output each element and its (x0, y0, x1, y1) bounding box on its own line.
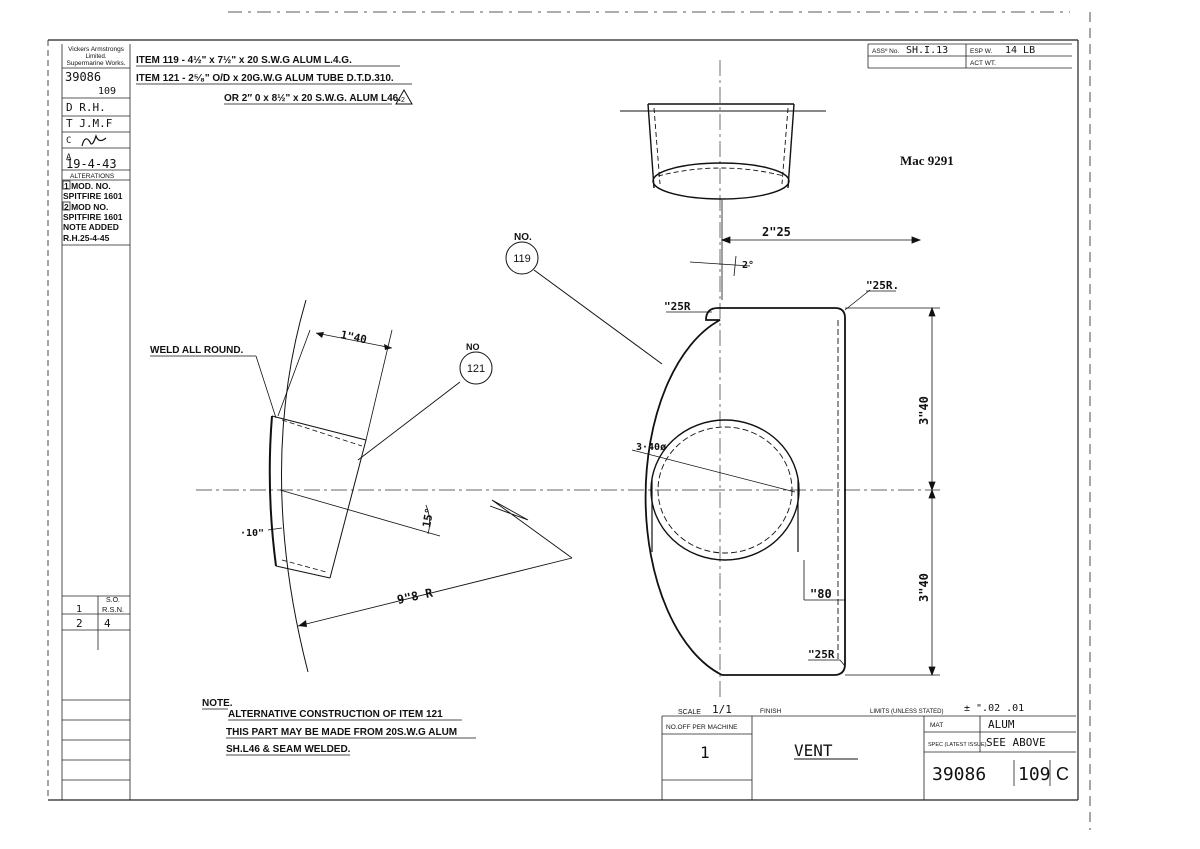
dim-080 (803, 560, 845, 601)
callout-119 (505, 241, 663, 365)
spec-value: SEE ABOVE (986, 736, 1046, 749)
bottom-sheet-no: 109 (1018, 764, 1051, 785)
left-sheet-no: 109 (98, 86, 116, 97)
so-heading: S.O. (106, 597, 120, 604)
callout-121-label: NO (466, 342, 480, 352)
checker-signature (81, 134, 107, 147)
dim-340-upper-label: 3"40 (917, 396, 931, 425)
dim-225-label: 2"25 (762, 225, 791, 239)
top-right-block (867, 43, 1072, 69)
dim-340-dia-label: 3·40ø (636, 442, 666, 453)
alteration-2-line2: SPITFIRE 1601 (63, 212, 123, 222)
bottom-drawing-no: 39086 (932, 764, 986, 785)
alteration-2-line1: 2 MOD NO. (64, 202, 108, 212)
side-view-curve (281, 299, 309, 673)
mat-value: ALUM (988, 718, 1015, 731)
act-weight-label: ACT WT. (970, 60, 996, 67)
centerlines (196, 60, 940, 700)
alteration-2-line4: R.H.25-4-45 (63, 233, 110, 243)
dim-15deg-label: 15° (420, 507, 436, 529)
no-off-label: NO.OFF PER MACHINE (666, 724, 738, 731)
scale-label: SCALE (678, 709, 701, 716)
item-121-spec: ITEM 121 - 2⁵⁄₈" O/D x 20G.W.G ALUM TUBE… (136, 73, 394, 84)
alternative-note: NOTE. ALTERNATIVE CONSTRUCTION OF ITEM 1… (202, 698, 476, 756)
dim-140-label: 1"40 (339, 328, 368, 346)
finish-label: FINISH (760, 708, 782, 715)
revision-2-triangle-num: 2 (401, 97, 405, 104)
mat-label: MAT (930, 722, 943, 729)
traced-by: T J.M.F (66, 117, 112, 130)
so-row1-b: R.S.N. (102, 605, 124, 614)
item-121-alternative: OR 2″ 0 x 8½" x 20 S.W.G. ALUM L46. (224, 93, 401, 104)
callout-121 (459, 351, 493, 385)
limits-label: LIMITS (UNLESS STATED) (870, 709, 943, 715)
tube-top-view (620, 103, 826, 200)
radius-98-leader (489, 499, 573, 559)
vent-hole-outer (650, 419, 800, 561)
note-line2: THIS PART MAY BE MADE FROM 20S.W.G ALUM (226, 727, 457, 738)
note-heading: NOTE. (202, 698, 233, 709)
vent-outline (644, 307, 846, 676)
alterations-heading: ALTERATIONS (70, 173, 115, 180)
side-view (150, 299, 573, 673)
checked-by: C (66, 136, 71, 146)
sheet-border (47, 11, 1091, 830)
dim-225 (689, 200, 922, 300)
left-title-block (61, 44, 131, 800)
assy-value: SH.I.13 (906, 45, 948, 56)
left-title-text: Vickers Armstrongs Limited. Supermarine … (62, 46, 126, 630)
issue-letter: C (1056, 764, 1069, 784)
dim-98R-label: 9"8 R (396, 586, 435, 607)
so-row2-b: 4 (104, 617, 111, 630)
alteration-1-line1: 1 MOD. NO. (64, 181, 111, 191)
assy-label: ASSº No. (872, 48, 899, 55)
bottom-title-block (661, 715, 1076, 800)
mod-reference: Mac 9291 (900, 153, 954, 168)
dim-25R-right-label: "25R. (866, 279, 899, 292)
dim-25R-top-label: "25R (664, 300, 691, 313)
item-119-spec: ITEM 119 - 4½" x 7½" x 20 S.W.G ALUM L.4… (136, 55, 352, 66)
item-notes: ITEM 119 - 4½" x 7½" x 20 S.W.G ALUM L.4… (136, 55, 413, 105)
dim-010-label: ·10" (240, 528, 264, 539)
approved-by: A (66, 153, 72, 163)
radius-leaders (666, 289, 896, 667)
dim-2deg-label: 2° (742, 260, 754, 271)
spec-label: SPEC (LATEST ISSUE) (928, 742, 987, 748)
part-name: VENT (794, 741, 833, 760)
left-drawing-no: 39086 (65, 70, 101, 84)
so-row2-a: 2 (76, 617, 83, 630)
revision-2-triangle (395, 88, 413, 105)
alteration-2-box (62, 201, 71, 211)
weld-note: WELD ALL ROUND. (150, 345, 244, 356)
note-line1: ALTERNATIVE CONSTRUCTION OF ITEM 121 (228, 709, 443, 720)
dim-340-right (845, 306, 940, 677)
no-off-value: 1 (700, 743, 710, 762)
vent-main-view (644, 307, 846, 676)
company-name-line2: Limited. (85, 54, 106, 60)
esp-weight-label: ESP W. (970, 48, 992, 55)
dim-25R-bottom-label: "25R (808, 648, 835, 661)
callout-121-number: 121 (467, 363, 485, 375)
dim-340-lower-label: 3"40 (917, 573, 931, 602)
alteration-1-line2: SPITFIRE 1601 (63, 191, 123, 201)
vent-hole-inner (657, 426, 793, 554)
so-row1-a: 1 (76, 604, 82, 615)
alteration-2-line3: NOTE ADDED (63, 222, 119, 232)
company-name-line3: Supermarine Works. (66, 60, 125, 67)
drawn-by: D R.H. (66, 101, 106, 114)
esp-weight-value: 14 LB (1005, 45, 1035, 56)
company-name-line1: Vickers Armstrongs (68, 46, 125, 53)
dim-080-label: "80 (810, 587, 832, 601)
scale-value: 1/1 (712, 703, 732, 716)
limits-value: ± ".02 .01 (964, 703, 1024, 714)
dim-340-dia (631, 449, 796, 493)
callout-119-label: NO. (514, 232, 532, 243)
drawing-date: 19-4-43 (66, 157, 117, 171)
note-line3: SH.L46 & SEAM WELDED. (226, 744, 351, 755)
alteration-1-box (62, 180, 71, 190)
callout-119-number: 119 (513, 253, 531, 265)
